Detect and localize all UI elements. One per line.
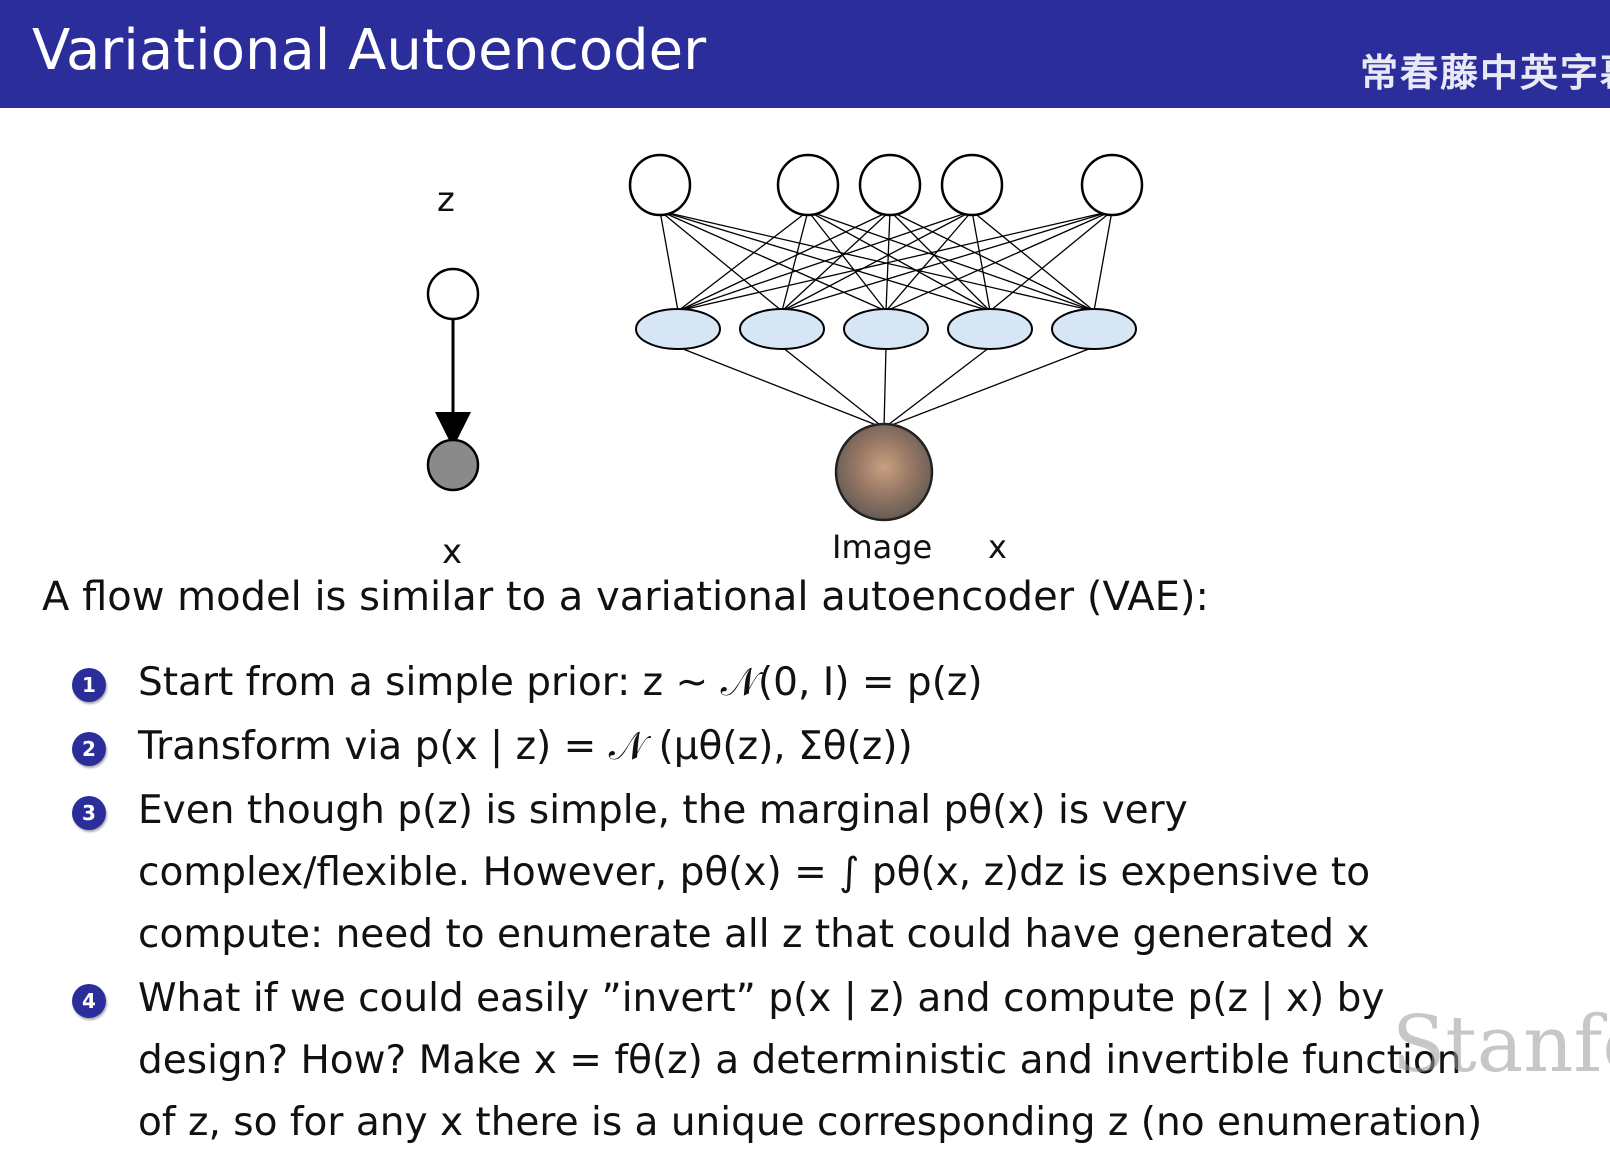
edge-top-4-4 — [971, 210, 991, 312]
observed-node — [426, 438, 480, 492]
hidden-layer — [635, 308, 1137, 350]
edge-top-5-5 — [1093, 210, 1113, 312]
edge-top-2-4 — [807, 210, 991, 312]
hidden-node-3 — [843, 308, 929, 350]
edge-top-2-3 — [807, 210, 887, 312]
step-3-line-1: Even though p(z) is simple, the marginal… — [138, 788, 1188, 833]
edge-bottom-3 — [883, 346, 887, 429]
title-bar: Variational Autoencoder 常春藤中英字幕 — [0, 0, 1610, 108]
hidden-node-4 — [947, 308, 1033, 350]
edge-top-4-5 — [971, 210, 1095, 312]
slide-title: Variational Autoencoder — [32, 18, 707, 83]
edge-top-2-2 — [781, 210, 809, 312]
edge-top-4-3 — [885, 210, 973, 312]
edge-top-3-3 — [885, 210, 891, 312]
edge-top-5-2 — [781, 210, 1113, 312]
step-2-bullet: 2 — [72, 732, 106, 766]
step-4-line-1: What if we could easily ”invert” p(x | z… — [138, 976, 1385, 1021]
step-1-text: Start from a simple prior: z ~ 𝒩(0, I) =… — [138, 660, 983, 705]
edge-bottom-1 — [677, 346, 885, 429]
edge-top-3-1 — [677, 210, 891, 312]
intro-text: A flow model is similar to a variational… — [42, 574, 1209, 620]
latent-label: z — [437, 180, 455, 220]
edge-bottom-2 — [781, 346, 885, 429]
edge-top-1-2 — [659, 210, 783, 312]
edge-top-5-1 — [677, 210, 1113, 312]
image-label: Image — [832, 528, 933, 566]
edge-top-4-2 — [781, 210, 973, 312]
step-3-bullet: 3 — [72, 796, 106, 830]
input-layer — [628, 153, 1144, 217]
step-4-line-2: design? How? Make x = fθ(z) a determinis… — [138, 1038, 1462, 1083]
diagram — [426, 153, 1144, 522]
hidden-node-1 — [635, 308, 721, 350]
image-node — [834, 422, 934, 522]
step-4-bullet: 4 — [72, 984, 106, 1018]
input-node-4 — [940, 153, 1004, 217]
stanford-watermark: Stanfo — [1392, 1000, 1610, 1090]
bottom-edges — [677, 346, 1095, 429]
edge-top-3-4 — [889, 210, 991, 312]
input-node-3 — [858, 153, 922, 217]
subtitle-watermark: 常春藤中英字幕 — [1359, 51, 1610, 95]
hidden-node-5 — [1051, 308, 1137, 350]
edge-top-5-3 — [885, 210, 1113, 312]
edge-top-3-2 — [781, 210, 891, 312]
input-node-5 — [1080, 153, 1144, 217]
step-1-bullet: 1 — [72, 668, 106, 702]
step-3-line-3: compute: need to enumerate all z that co… — [138, 912, 1370, 957]
latent-node — [426, 267, 480, 321]
edge-bottom-5 — [883, 346, 1095, 429]
image-x-label: x — [988, 528, 1007, 566]
step-3-line-2: complex/flexible. However, pθ(x) = ∫ pθ(… — [138, 850, 1371, 895]
observed-label: x — [442, 532, 463, 572]
edge-top-1-1 — [659, 210, 679, 312]
input-node-2 — [776, 153, 840, 217]
edge-top-1-3 — [659, 210, 887, 312]
top-edges — [659, 210, 1113, 312]
edge-top-4-1 — [677, 210, 973, 312]
edge-top-5-4 — [989, 210, 1113, 312]
step-4-line-3: of z, so for any x there is a unique cor… — [138, 1100, 1483, 1145]
step-2-text: Transform via p(x | z) = 𝒩 (μθ(z), Σθ(z)… — [138, 724, 913, 769]
edge-bottom-4 — [883, 346, 991, 429]
hidden-node-2 — [739, 308, 825, 350]
edge-top-2-1 — [677, 210, 809, 312]
input-node-1 — [628, 153, 692, 217]
